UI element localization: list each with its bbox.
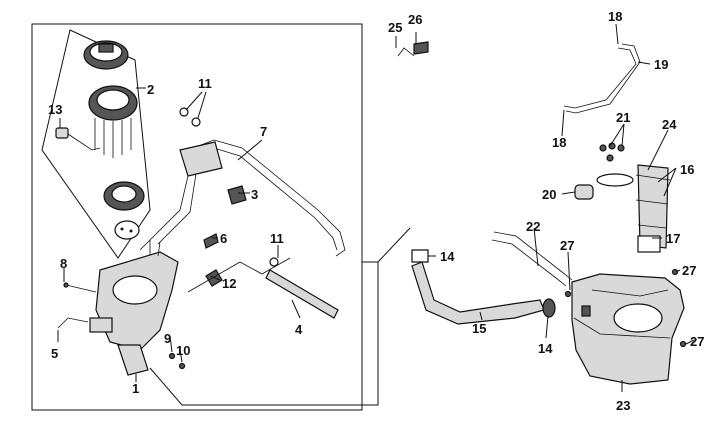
sender-17-part bbox=[637, 235, 661, 253]
part-label-22: 22 bbox=[526, 219, 540, 234]
clamp-6-part bbox=[203, 233, 219, 249]
part-label-11b: 11 bbox=[270, 231, 284, 246]
fuel-tank-23-part bbox=[571, 273, 685, 385]
grommet-14-part bbox=[542, 298, 556, 318]
part-label-6: 6 bbox=[220, 231, 227, 246]
leader-lines bbox=[57, 23, 695, 392]
hose-15-part bbox=[411, 249, 545, 325]
part-label-21: 21 bbox=[616, 110, 630, 125]
clip-25-26-part bbox=[397, 41, 429, 57]
part-label-16: 16 bbox=[680, 162, 694, 177]
part-label-24: 24 bbox=[662, 117, 677, 132]
part-label-18a: 18 bbox=[608, 9, 622, 24]
filter-ring-part bbox=[103, 181, 145, 211]
frame-link-to-tank bbox=[377, 227, 411, 263]
part-label-5: 5 bbox=[51, 346, 58, 361]
part-label-4: 4 bbox=[295, 322, 303, 337]
pump-body-part bbox=[89, 240, 179, 376]
sensor-13-part bbox=[55, 127, 101, 151]
part-label-12: 12 bbox=[222, 276, 236, 291]
hose-7-part bbox=[139, 139, 346, 257]
part-label-19: 19 bbox=[654, 57, 668, 72]
part-label-18b: 18 bbox=[552, 135, 566, 150]
hose-19-part bbox=[563, 43, 641, 114]
bolt-27-part bbox=[564, 268, 687, 348]
part-label-2: 2 bbox=[147, 82, 154, 97]
filter-20-part bbox=[574, 184, 594, 200]
frame-connector bbox=[149, 261, 379, 406]
fuel-cap-part bbox=[83, 40, 129, 70]
part-label-14b: 14 bbox=[538, 341, 553, 356]
vent-hose-22-part bbox=[491, 231, 573, 287]
bolt-11a-part bbox=[179, 107, 201, 127]
part-label-7: 7 bbox=[260, 124, 267, 139]
pump-cap-24-part bbox=[596, 164, 671, 249]
part-label-13: 13 bbox=[48, 102, 62, 117]
part-label-26: 26 bbox=[408, 12, 422, 27]
strap-4-part bbox=[265, 257, 339, 319]
part-label-27a: 27 bbox=[560, 238, 574, 253]
part-label-20: 20 bbox=[542, 187, 556, 202]
part-label-8: 8 bbox=[60, 256, 67, 271]
bracket-3-part bbox=[227, 185, 247, 205]
frame-outline bbox=[31, 23, 363, 411]
part-label-9: 9 bbox=[164, 331, 171, 346]
part-label-27c: 27 bbox=[690, 334, 704, 349]
part-label-17: 17 bbox=[666, 231, 680, 246]
part-label-11a: 11 bbox=[198, 76, 212, 91]
filler-neck-part bbox=[88, 85, 138, 158]
part-labels: 1 2 3 4 5 6 7 8 9 10 11 11 12 13 14 14 1… bbox=[48, 9, 704, 413]
part-label-15: 15 bbox=[472, 321, 486, 336]
bolt-21-part bbox=[599, 142, 625, 162]
part-label-23: 23 bbox=[616, 398, 630, 413]
part-label-27b: 27 bbox=[682, 263, 696, 278]
group-frame bbox=[31, 23, 411, 411]
bolt-8-part bbox=[63, 282, 97, 293]
cap-gasket-part bbox=[114, 220, 140, 240]
part-label-10: 10 bbox=[176, 343, 190, 358]
screw-9-10-part bbox=[168, 352, 186, 370]
part-label-25: 25 bbox=[388, 20, 402, 35]
part-label-14a: 14 bbox=[440, 249, 455, 264]
part-label-1: 1 bbox=[132, 381, 139, 396]
part-label-3: 3 bbox=[251, 187, 258, 202]
clip-5-part bbox=[57, 317, 89, 329]
